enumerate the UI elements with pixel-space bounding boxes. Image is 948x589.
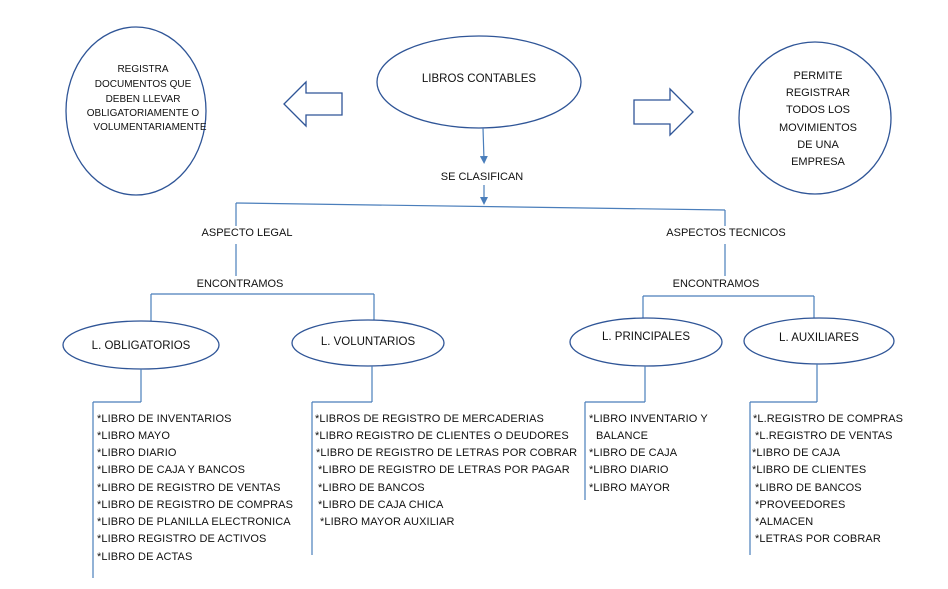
list-item: *LIBRO DE REGISTRO DE VENTAS — [97, 482, 281, 494]
right-note-line: EMPRESA — [791, 156, 845, 168]
list-item: *LIBRO DE PLANILLA ELECTRONICA — [97, 516, 291, 528]
list-item: *LIBRO DE REGISTRO DE LETRAS POR PAGAR — [318, 464, 570, 476]
right-note-line: REGISTRAR — [786, 87, 850, 99]
list-item: *LIBRO REGISTRO DE ACTIVOS — [97, 533, 266, 545]
list-item: *ALMACEN — [755, 516, 813, 528]
list-item: *LIBRO DE ACTAS — [97, 551, 192, 563]
obligatorios-node: L. OBLIGATORIOS — [62, 320, 220, 370]
right-note-line: MOVIMIENTOS — [779, 122, 857, 134]
right-note-line: DE UNA — [797, 139, 839, 151]
connector-arrow — [479, 127, 488, 164]
arrow-right-icon — [633, 87, 694, 137]
list-item: *LIBRO DE CAJA Y BANCOS — [97, 464, 245, 476]
list-item: *LETRAS POR COBRAR — [755, 533, 881, 545]
list-item: *LIBRO DIARIO — [97, 447, 177, 459]
list-item: *LIBRO DE CAJA — [589, 447, 678, 459]
list-item: *LIBRO MAYOR AUXILIAR — [320, 516, 455, 528]
branch-line — [235, 202, 726, 211]
obligatorios-list: *LIBRO DE INVENTARIOS *LIBRO MAYO *LIBRO… — [97, 413, 293, 563]
list-item: *LIBRO DE CAJA — [752, 447, 841, 459]
list-item: *LIBRO DIARIO — [589, 464, 669, 476]
auxiliares-label: L. AUXILIARES — [779, 332, 859, 344]
right-note-node: PERMITE REGISTRAR TODOS LOS MOVIMIENTOS … — [738, 41, 892, 195]
list-item: BALANCE — [596, 430, 648, 442]
arrow-left-icon — [283, 80, 343, 128]
left-note-line: REGISTRA — [117, 64, 168, 75]
list-item: *LIBRO DE CAJA CHICA — [318, 499, 444, 511]
list-item: *LIBRO DE BANCOS — [318, 482, 425, 494]
center-label: LIBROS CONTABLES — [422, 73, 537, 85]
voluntarios-node: L. VOLUNTARIOS — [291, 319, 445, 367]
left-note-line: VOLUMENTARIAMENTE — [93, 122, 206, 133]
list-item: *LIBRO DE REGISTRO DE LETRAS POR COBRAR — [316, 447, 577, 459]
connector-label: SE CLASIFICAN — [441, 171, 524, 183]
tecnicos-label: ASPECTOS TECNICOS — [666, 227, 785, 239]
principales-label: L. PRINCIPALES — [602, 331, 690, 343]
list-item: *LIBROS DE REGISTRO DE MERCADERIAS — [315, 413, 544, 425]
voluntarios-list: *LIBROS DE REGISTRO DE MERCADERIAS *LIBR… — [315, 413, 577, 528]
obligatorios-label: L. OBLIGATORIOS — [92, 340, 191, 352]
list-item: *LIBRO REGISTRO DE CLIENTES O DEUDORES — [315, 430, 569, 442]
auxiliares-list: *L.REGISTRO DE COMPRAS *L.REGISTRO DE VE… — [752, 413, 903, 545]
list-item: *PROVEEDORES — [755, 499, 845, 511]
list-item: *LIBRO INVENTARIO Y — [589, 413, 708, 425]
list-item: *LIBRO MAYOR — [589, 482, 670, 494]
center-node: LIBROS CONTABLES — [376, 35, 582, 129]
list-item: *LIBRO DE BANCOS — [755, 482, 862, 494]
right-note-line: TODOS LOS — [786, 104, 850, 116]
left-note-line: DEBEN LLEVAR — [106, 94, 181, 105]
principales-list: *LIBRO INVENTARIO Y BALANCE *LIBRO DE CA… — [589, 413, 708, 494]
legal-connector-label: ENCONTRAMOS — [197, 278, 284, 290]
voluntarios-label: L. VOLUNTARIOS — [321, 336, 416, 348]
legal-label: ASPECTO LEGAL — [202, 227, 293, 239]
list-item: *L.REGISTRO DE COMPRAS — [753, 413, 903, 425]
list-item: *L.REGISTRO DE VENTAS — [755, 430, 893, 442]
auxiliares-node: L. AUXILIARES — [743, 317, 895, 365]
list-item: *LIBRO DE CLIENTES — [752, 464, 866, 476]
list-item: *LIBRO DE REGISTRO DE COMPRAS — [97, 499, 293, 511]
left-note-line: DOCUMENTOS QUE — [95, 79, 192, 90]
list-item: *LIBRO MAYO — [97, 430, 170, 442]
left-note-node: REGISTRA DOCUMENTOS QUE DEBEN LLEVAR OBL… — [65, 26, 207, 196]
right-note-line: PERMITE — [794, 70, 843, 82]
list-item: *LIBRO DE INVENTARIOS — [97, 413, 232, 425]
left-note-line: OBLIGATORIAMENTE O — [87, 108, 200, 119]
tecnicos-connector-label: ENCONTRAMOS — [673, 278, 760, 290]
principales-node: L. PRINCIPALES — [569, 317, 723, 367]
